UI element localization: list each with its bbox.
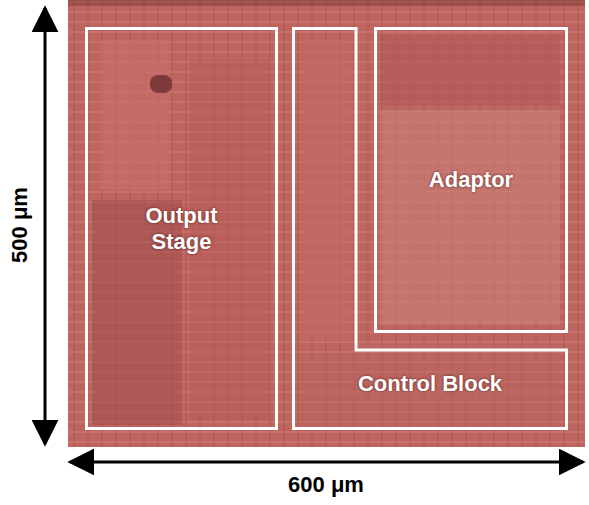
dimension-arrow bbox=[70, 461, 583, 464]
output-stage-region: Output Stage bbox=[85, 27, 278, 430]
dimension-label: 600 μm bbox=[288, 472, 364, 498]
region-label: Output Stage bbox=[127, 203, 237, 255]
dimension-arrow bbox=[44, 8, 47, 444]
adaptor-region: Adaptor bbox=[374, 27, 568, 333]
region-label: Control Block bbox=[358, 371, 502, 397]
control-block-region: Control Block bbox=[292, 27, 568, 430]
l-shaped-outline bbox=[292, 27, 568, 430]
region-label: Adaptor bbox=[429, 167, 513, 193]
dimension-label: 500 μm bbox=[7, 187, 33, 263]
text-band: Control Block bbox=[292, 353, 568, 415]
